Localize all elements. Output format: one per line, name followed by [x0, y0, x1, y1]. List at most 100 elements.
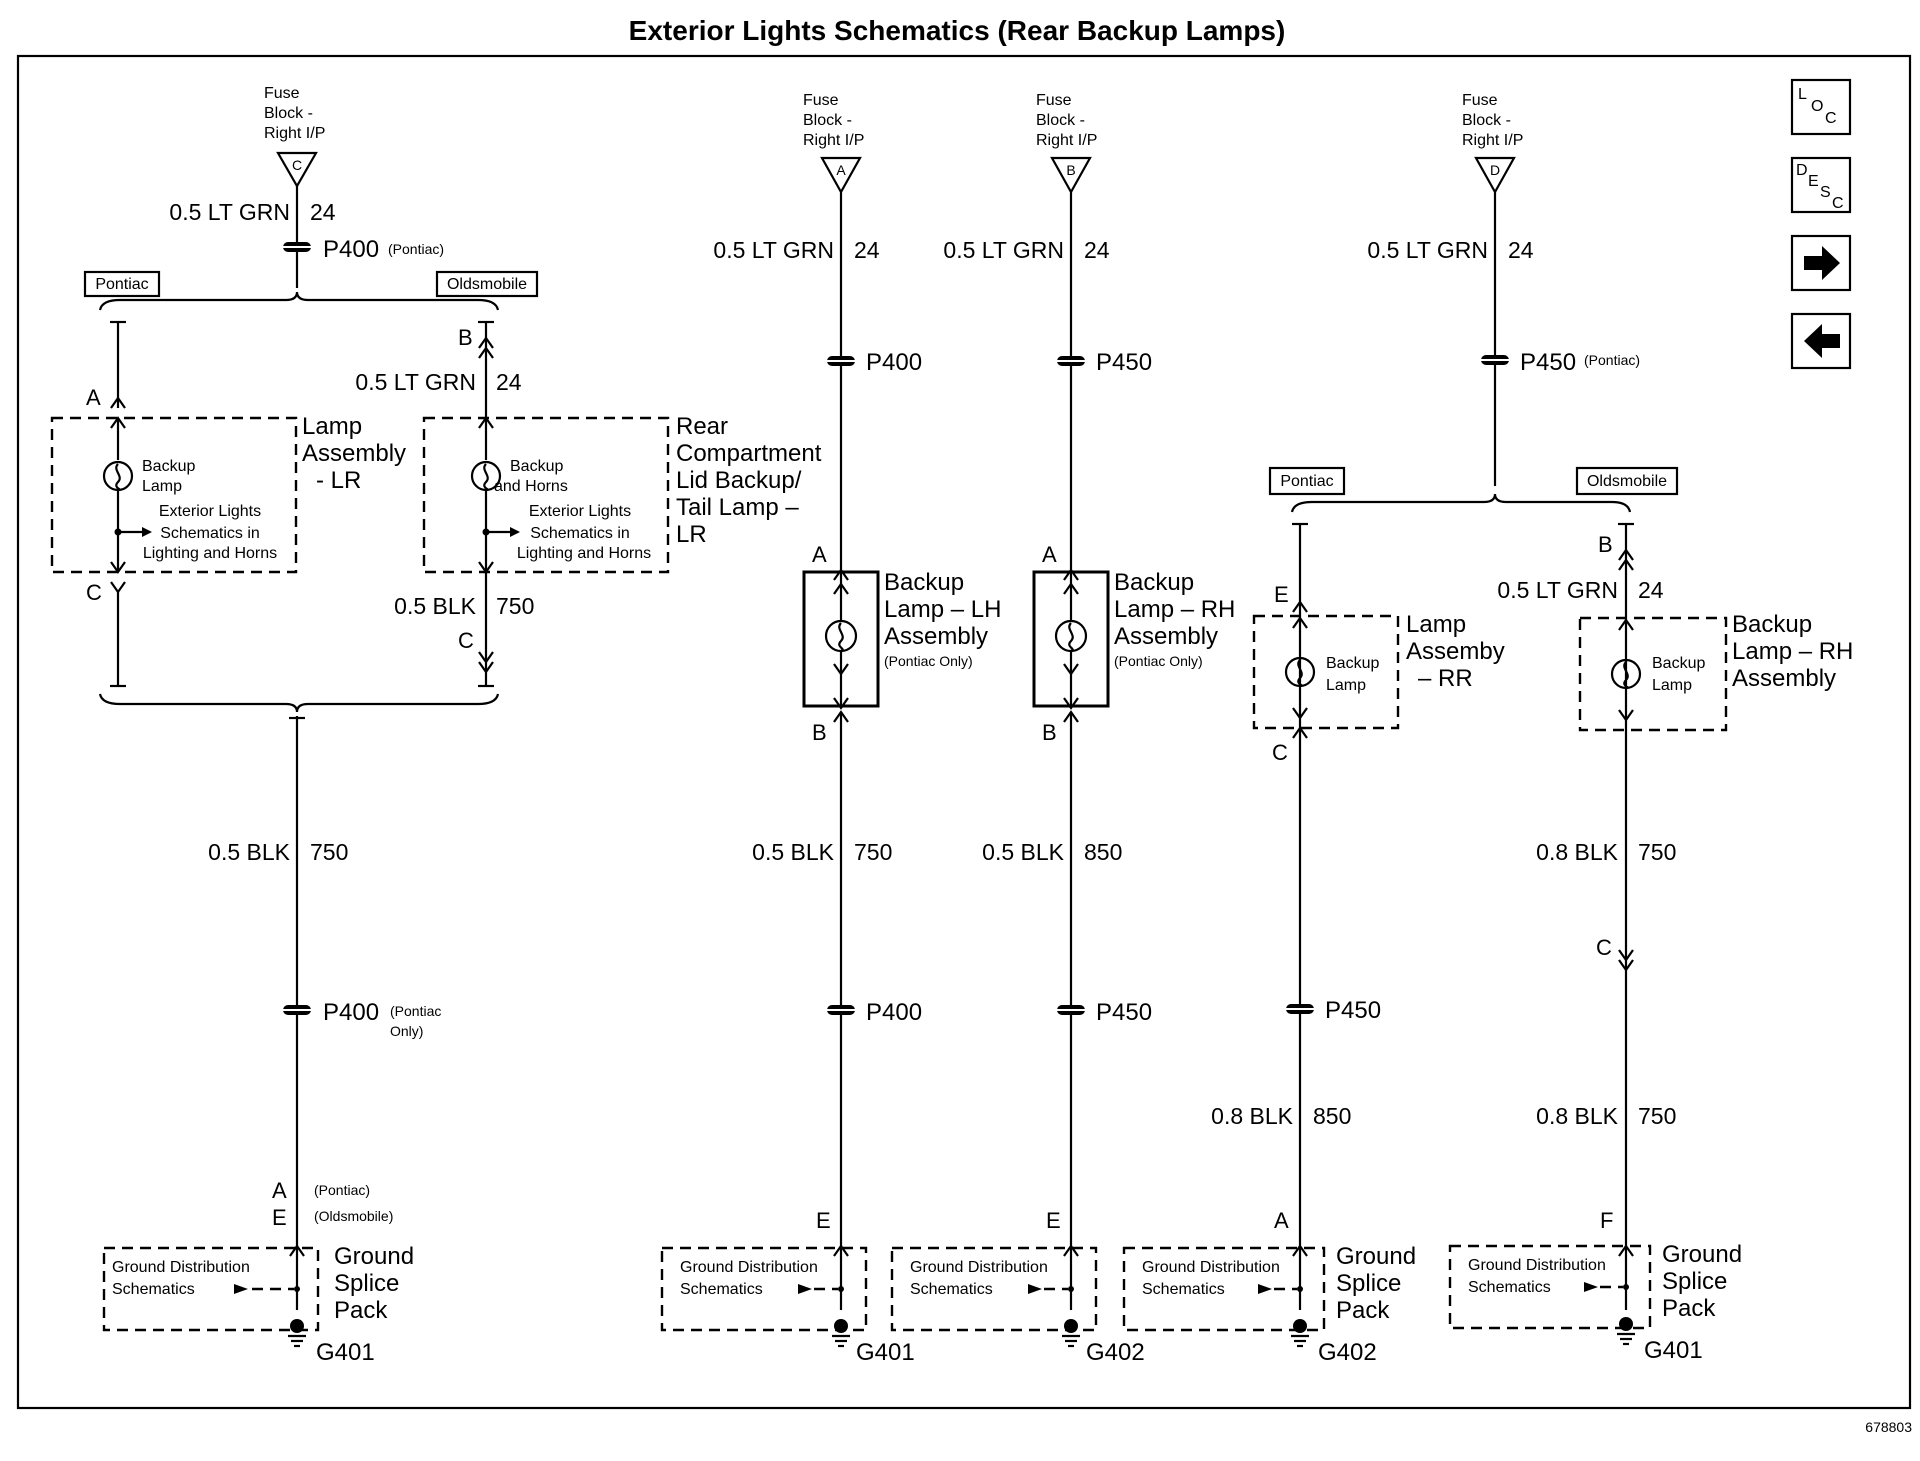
wire-label: 0.5 LT GRN — [169, 199, 290, 225]
wire-label: 0.5 LT GRN — [1497, 577, 1618, 603]
ext-ref-link[interactable]: Exterior Lights — [529, 503, 631, 520]
figure-number: 678803 — [1865, 1419, 1912, 1435]
ext-ref-link[interactable]: Schematics in — [530, 525, 630, 542]
wire-circuit-number: 750 — [310, 839, 348, 865]
ext-ref-link[interactable]: Lighting and Horns — [517, 545, 651, 562]
pin-label: E — [1274, 582, 1289, 607]
ext-ref-link[interactable]: Schematics in — [160, 525, 260, 542]
option-tag-oldsmobile — [1575, 466, 1679, 496]
ground-label: G402 — [1086, 1339, 1145, 1366]
option-tag-label: Oldsmobile — [1587, 473, 1667, 490]
ground-dist-link[interactable]: Ground Distribution — [680, 1259, 818, 1276]
ground-icon — [1293, 1319, 1307, 1333]
svg-text:Block -: Block - — [264, 105, 313, 122]
pin-label: A — [86, 385, 101, 410]
svg-text:Fuse: Fuse — [1036, 92, 1072, 109]
option-tag-label: Oldsmobile — [447, 276, 527, 293]
ground-dist-link[interactable]: Ground Distribution — [1468, 1257, 1606, 1274]
bulb-icon — [102, 460, 134, 492]
ground-dist-link[interactable]: Schematics — [1142, 1281, 1225, 1298]
option-note: Only) — [390, 1023, 423, 1039]
wire-label: 0.8 BLK — [1211, 1103, 1293, 1129]
wire-circuit-number: 24 — [1084, 237, 1110, 263]
option-tag-pontiac — [83, 270, 161, 298]
fuse-terminal-letter: A — [836, 162, 846, 178]
component-label: - LR — [316, 467, 361, 494]
ground-distribution-box — [890, 1246, 1098, 1332]
ground-splice-label: Splice — [334, 1270, 399, 1297]
circuit-backup-lamp-lh: Fuse Block - Right I/P A 0.5 LT GRN 24 P… — [660, 92, 1001, 1366]
loc-letter-c: C — [1825, 110, 1837, 127]
loc-button[interactable]: L O C — [1790, 78, 1852, 136]
ground-dist-link[interactable]: Schematics — [1468, 1279, 1551, 1296]
wire-label: 0.5 LT GRN — [713, 237, 834, 263]
wire-circuit-number: 750 — [854, 839, 892, 865]
desc-button[interactable]: D E S C — [1790, 156, 1852, 214]
svg-text:Block -: Block - — [1036, 112, 1085, 129]
ground-icon — [834, 1319, 848, 1333]
component-label: Lamp — [1406, 611, 1466, 638]
circuit-lamp-rr: Fuse Block - Right I/P D 0.5 LT GRN 24 P… — [1122, 92, 1853, 1366]
lamp-label: Backup — [1652, 655, 1705, 672]
inline-connector-icon — [280, 1005, 314, 1015]
ref-arrow-icon — [1584, 1282, 1598, 1292]
wire-circuit-number: 750 — [1638, 1103, 1676, 1129]
pin-label: C — [1272, 740, 1288, 765]
ext-ref-link[interactable]: Lighting and Horns — [143, 545, 277, 562]
ground-dist-link[interactable]: Ground Distribution — [1142, 1259, 1280, 1276]
svg-text:Fuse: Fuse — [264, 85, 300, 102]
pin-label: C — [1596, 935, 1612, 960]
wire-circuit-number: 750 — [496, 593, 534, 619]
loc-letter-l: L — [1798, 86, 1807, 103]
forward-button[interactable] — [1790, 234, 1852, 292]
component-label: Compartment — [676, 440, 822, 467]
desc-letter-d: D — [1796, 162, 1808, 179]
pin-label: A — [1274, 1208, 1289, 1233]
svg-text:Right I/P: Right I/P — [1462, 132, 1523, 149]
option-note: (Pontiac) — [314, 1182, 370, 1198]
component-label: Assemby — [1406, 638, 1505, 665]
wire-circuit-number: 24 — [854, 237, 880, 263]
ground-distribution-box — [1448, 1244, 1652, 1330]
ground-dist-link[interactable]: Ground Distribution — [910, 1259, 1048, 1276]
ground-splice-label: Splice — [1336, 1270, 1401, 1297]
option-note: (Pontiac) — [1584, 352, 1640, 368]
pin-label: B — [1042, 720, 1057, 745]
connector-pin-icon — [1063, 1244, 1079, 1257]
fuse-block-label: Fuse Block - Right I/P — [803, 92, 864, 149]
component-label: Rear — [676, 413, 728, 440]
lamp-label: Lamp — [1326, 677, 1366, 694]
pin-label: E — [1046, 1208, 1061, 1233]
connector-label: P450 — [1096, 349, 1152, 376]
connector-pin-icon — [833, 1244, 849, 1257]
ground-dist-link[interactable]: Ground Distribution — [112, 1259, 250, 1276]
ground-dist-link[interactable]: Schematics — [112, 1281, 195, 1298]
connector-pin-icon — [478, 336, 494, 349]
ground-splice-label: Splice — [1662, 1268, 1727, 1295]
svg-text:Right I/P: Right I/P — [803, 132, 864, 149]
option-brace — [1290, 493, 1632, 513]
ref-arrow-icon — [510, 527, 520, 537]
ground-distribution-box — [102, 1246, 320, 1332]
component-label: – RR — [1418, 665, 1473, 692]
ground-dist-link[interactable]: Schematics — [680, 1281, 763, 1298]
svg-text:Block -: Block - — [1462, 112, 1511, 129]
lamp-label: Backup — [1326, 655, 1379, 672]
forward-button-frame — [1790, 234, 1852, 292]
inline-connector-icon — [1478, 355, 1512, 365]
ground-dist-link[interactable]: Schematics — [910, 1281, 993, 1298]
wire-label: 0.5 LT GRN — [943, 237, 1064, 263]
lamp-label: and Horns — [494, 478, 568, 495]
fuse-terminal-letter: C — [292, 157, 302, 173]
wire-circuit-number: 24 — [1508, 237, 1534, 263]
connector-pin-icon — [1618, 949, 1634, 962]
back-button[interactable] — [1790, 312, 1852, 370]
pin-label: B — [458, 325, 473, 350]
arrow-right-icon — [1804, 246, 1840, 280]
ground-icon — [290, 1319, 304, 1333]
ext-ref-link[interactable]: Exterior Lights — [159, 503, 261, 520]
ref-arrow-icon — [1258, 1284, 1272, 1294]
option-tag-label: Pontiac — [95, 276, 148, 293]
connector-pin-icon — [110, 581, 126, 594]
